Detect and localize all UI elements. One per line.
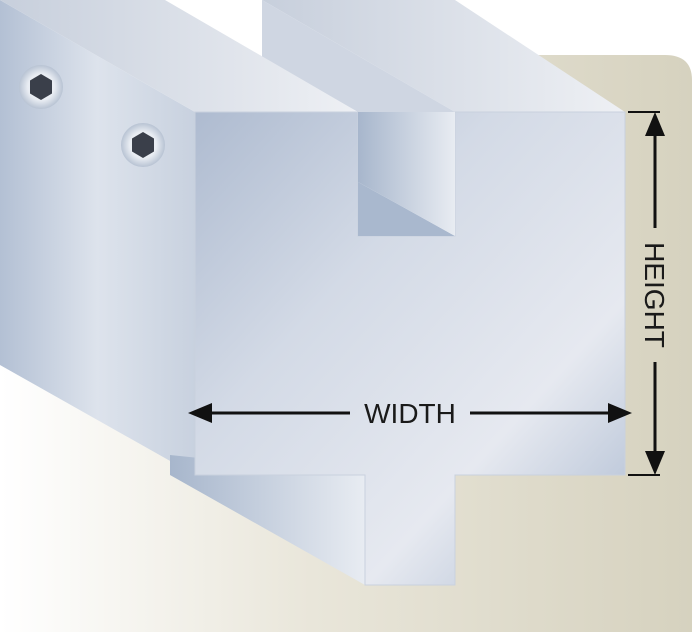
width-arrow-right-icon (608, 403, 632, 423)
width-label: WIDTH (364, 398, 456, 429)
height-label: HEIGHT (639, 242, 670, 348)
background-panel (0, 55, 692, 632)
left-side-face (0, 0, 195, 475)
left-rail-top (0, 0, 358, 112)
rail-top-right (262, 0, 625, 112)
width-dimension: WIDTH (188, 398, 632, 429)
height-dimension: HEIGHT (628, 111, 670, 476)
width-arrow-left-icon (188, 403, 212, 423)
height-arrow-up-icon (645, 112, 665, 136)
hex-socket-screw-icon (19, 65, 63, 109)
rail-top-right-back (262, 0, 455, 112)
height-arrow-down-icon (645, 451, 665, 475)
foot-side-face (170, 455, 365, 585)
slot-shadow (358, 112, 455, 236)
hex-socket-screw-icon (121, 123, 165, 167)
